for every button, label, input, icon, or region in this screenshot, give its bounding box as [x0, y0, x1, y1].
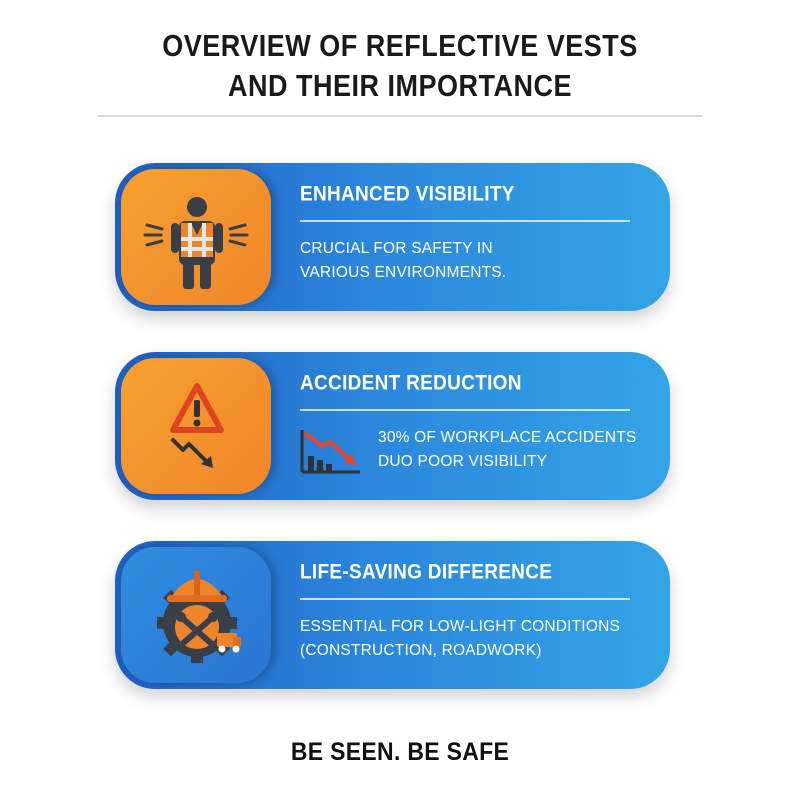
- card-description-line-1: CRUCIAL FOR SAFETY IN: [300, 240, 493, 257]
- card-title: ENHANCED VISIBILITY: [300, 183, 515, 207]
- card-enhanced-visibility: ENHANCED VISIBILITY CRUCIAL FOR SAFETY I…: [115, 163, 670, 311]
- card-divider: [300, 598, 630, 600]
- card-description-line-2: DUO POOR VISIBILITY: [378, 453, 548, 470]
- card-divider: [300, 220, 630, 222]
- page-title-line-2: AND THEIR IMPORTANCE: [228, 69, 572, 103]
- icon-tile: [121, 169, 271, 305]
- downward-trend-chart-icon: [300, 430, 360, 474]
- card-divider: [300, 409, 630, 411]
- card-description-line-1: 30% OF WORKPLACE ACCIDENTS: [378, 429, 637, 446]
- card-description-line-2: VARIOUS ENVIRONMENTS.: [300, 264, 507, 281]
- card-title: ACCIDENT REDUCTION: [300, 372, 522, 396]
- worker-in-vest-icon: [143, 197, 249, 289]
- card-accident-reduction: ACCIDENT REDUCTION 30% OF WORKPLACE ACCI…: [115, 352, 670, 500]
- card-title: LIFE-SAVING DIFFERENCE: [300, 561, 553, 585]
- card-description-line-1: ESSENTIAL FOR LOW-LIGHT CONDITIONS: [300, 618, 621, 635]
- page-title-line-1: OVERVIEW OF REFLECTIVE VESTS: [162, 29, 638, 63]
- card-description-line-2: (CONSTRUCTION, ROADWORK): [300, 642, 542, 659]
- card-description: CRUCIAL FOR SAFETY IN VARIOUS ENVIRONMEN…: [300, 237, 506, 285]
- icon-tile: [121, 547, 271, 683]
- card-life-saving-difference: LIFE-SAVING DIFFERENCE ESSENTIAL FOR LOW…: [115, 541, 670, 689]
- page-title: OVERVIEW OF REFLECTIVE VESTS AND THEIR I…: [0, 26, 800, 107]
- hardhat-gear-tools-icon: [157, 571, 241, 663]
- title-divider: [98, 115, 702, 117]
- warning-triangle-icon: [170, 383, 224, 468]
- icon-tile: [121, 358, 271, 494]
- card-description: ESSENTIAL FOR LOW-LIGHT CONDITIONS (CONS…: [300, 615, 620, 663]
- tagline: BE SEEN. BE SAFE: [290, 736, 510, 766]
- card-description: 30% OF WORKPLACE ACCIDENTS DUO POOR VISI…: [378, 426, 636, 474]
